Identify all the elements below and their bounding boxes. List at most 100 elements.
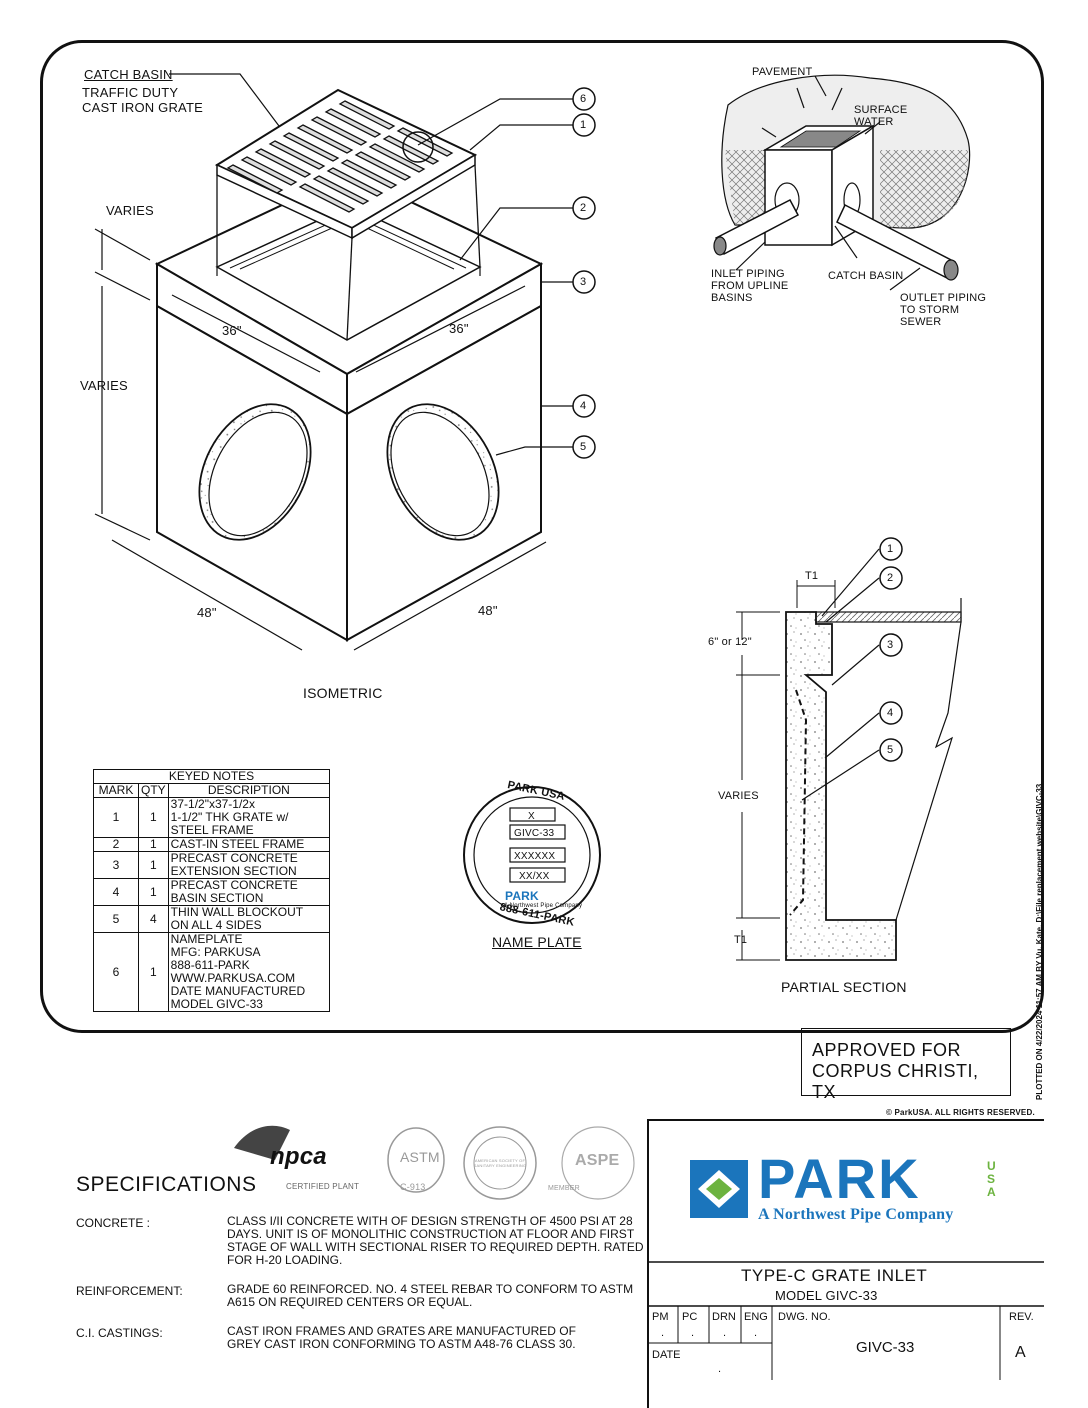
drawing-model: MODEL GIVC-33 [775,1288,878,1303]
specifications-title: SPECIFICATIONS [76,1173,257,1196]
dim-48-left: 48" [197,605,217,620]
nameplate-field-2: GIVC-33 [514,828,555,839]
row-qty: 1 [138,851,169,879]
astm-logo: ASTM [400,1149,440,1165]
row-description: CAST-IN STEEL FRAME [167,837,331,852]
section-mark-3: 3 [887,639,894,651]
callout-line-3: CAST IRON GRATE [82,100,203,115]
partial-section [736,580,962,961]
drn-label: DRN [712,1311,736,1323]
spec-key-concrete: CONCRETE : [76,1216,151,1230]
section-mark-5: 5 [887,744,894,756]
section-t1-bottom: T1 [734,934,748,946]
mark-1: 1 [580,119,587,131]
plot-stamp: PLOTTED ON 4/22/2024 11:57 AM BY Vu, Kat… [1035,783,1044,1100]
nameplate-caption: NAME PLATE [492,934,582,950]
table-row: 1 1 37-1/2"x37-1/2x 1-1/2" THK GRATE w/ … [93,797,331,838]
isometric-grate [214,88,478,240]
row-qty: 1 [138,932,169,1012]
outlet-piping-label: OUTLET PIPING TO STORM SEWER [900,292,987,328]
eng-value: . [754,1327,758,1339]
section-mark-1: 1 [887,543,894,555]
surface-water-label: SURFACE WATER [854,104,908,128]
pavement-label: PAVEMENT [752,66,813,78]
spec-key-reinforcement: REINFORCEMENT: [76,1284,183,1298]
title-block-logo-usa: USA [987,1159,996,1199]
mark-circles [572,87,903,762]
dwg-no-value: GIVC-33 [856,1339,915,1356]
mark-5: 5 [580,441,587,453]
dwg-no-label: DWG. NO. [778,1311,831,1323]
rev-value: A [1015,1344,1026,1361]
aspe-sub: MEMBER [548,1185,580,1192]
pc-label: PC [682,1311,698,1323]
spec-value-castings: CAST IRON FRAMES AND GRATES ARE MANUFACT… [227,1324,576,1351]
dim-varies-top: VARIES [106,203,154,218]
row-qty: 1 [138,797,169,838]
header-qty: QTY [138,783,169,798]
row-qty: 1 [138,878,169,906]
asse-logo: AMERICAN SOCIETY OF SANITARY ENGINEERING [473,1158,527,1168]
mark-2: 2 [580,202,587,214]
dim-36-left: 36" [222,323,242,338]
drn-value: . [723,1327,727,1339]
keyed-notes-title: KEYED NOTES [93,769,330,784]
section-caption: PARTIAL SECTION [781,979,907,995]
isometric-dimensions [94,73,880,801]
row-qty: 1 [138,837,169,852]
projection-lines [216,164,481,341]
spec-value-reinforcement: GRADE 60 REINFORCED. NO. 4 STEEL REBAR T… [227,1282,634,1309]
dim-48-right: 48" [478,603,498,618]
nameplate-graphic [463,786,601,924]
title-block-lines [647,1119,1044,1408]
title-block-logo-mark [690,1160,748,1218]
keyed-notes-table: KEYED NOTES MARK QTY DESCRIPTION 1 1 37-… [93,769,331,1012]
dim-36-right: 36" [449,321,469,336]
row-mark: 4 [93,878,139,906]
table-row: 4 1 PRECAST CONCRETE BASIN SECTION [93,878,331,906]
date-label: DATE [652,1349,681,1361]
table-row: 6 1 NAMEPLATE MFG: PARKUSA 888-611-PARK … [93,932,331,1012]
nameplate-logo: PARK [505,889,539,903]
row-mark: 3 [93,851,139,879]
table-row: 5 4 THIN WALL BLOCKOUT ON ALL 4 SIDES [93,905,331,933]
row-mark: 2 [93,837,139,852]
row-description: THIN WALL BLOCKOUT ON ALL 4 SIDES [167,905,331,933]
row-description: NAMEPLATE MFG: PARKUSA 888-611-PARK WWW.… [167,932,331,1012]
callout-title: CATCH BASIN [84,67,173,82]
row-description: PRECAST CONCRETE EXTENSION SECTION [167,851,331,879]
spec-key-castings: C.I. CASTINGS: [76,1326,163,1340]
aspe-logo: ASPE [575,1152,620,1169]
date-value: . [718,1363,722,1375]
pm-label: PM [652,1311,669,1323]
spec-value-concrete: CLASS I/II CONCRETE WITH OF DESIGN STREN… [227,1214,644,1267]
header-description: DESCRIPTION [167,783,331,798]
mark-4: 4 [580,400,587,412]
inlet-piping-label: INLET PIPING FROM UPLINE BASINS [711,268,789,304]
section-height-label: 6" or 12" [708,636,752,648]
mark-6: 6 [580,93,587,105]
mark-3: 3 [580,276,587,288]
nameplate-logo-sub: A Northwest Pipe Company [504,903,583,909]
rev-label: REV. [1009,1311,1034,1323]
table-row: 3 1 PRECAST CONCRETE EXTENSION SECTION [93,851,331,879]
table-row: 2 1 CAST-IN STEEL FRAME [93,837,331,852]
pictorial-view [713,74,971,291]
row-mark: 6 [93,932,139,1012]
nameplate-field-4: XX/XX [519,871,550,882]
section-varies: VARIES [718,790,759,802]
isometric-caption: ISOMETRIC [303,685,383,701]
npca-logo: npca [270,1143,327,1170]
row-mark: 1 [93,797,139,838]
title-block-logo: PARK [758,1147,921,1210]
pm-value: . [661,1327,665,1339]
callout-line-2: TRAFFIC DUTY [82,85,179,100]
spec-logos [234,1125,635,1200]
drawing-title: TYPE-C GRATE INLET [741,1266,928,1285]
section-mark-2: 2 [887,572,894,584]
header-mark: MARK [93,783,139,798]
pc-value: . [691,1327,695,1339]
title-block-logo-sub: A Northwest Pipe Company [758,1206,954,1223]
npca-sub: CERTIFIED PLANT [286,1182,360,1191]
